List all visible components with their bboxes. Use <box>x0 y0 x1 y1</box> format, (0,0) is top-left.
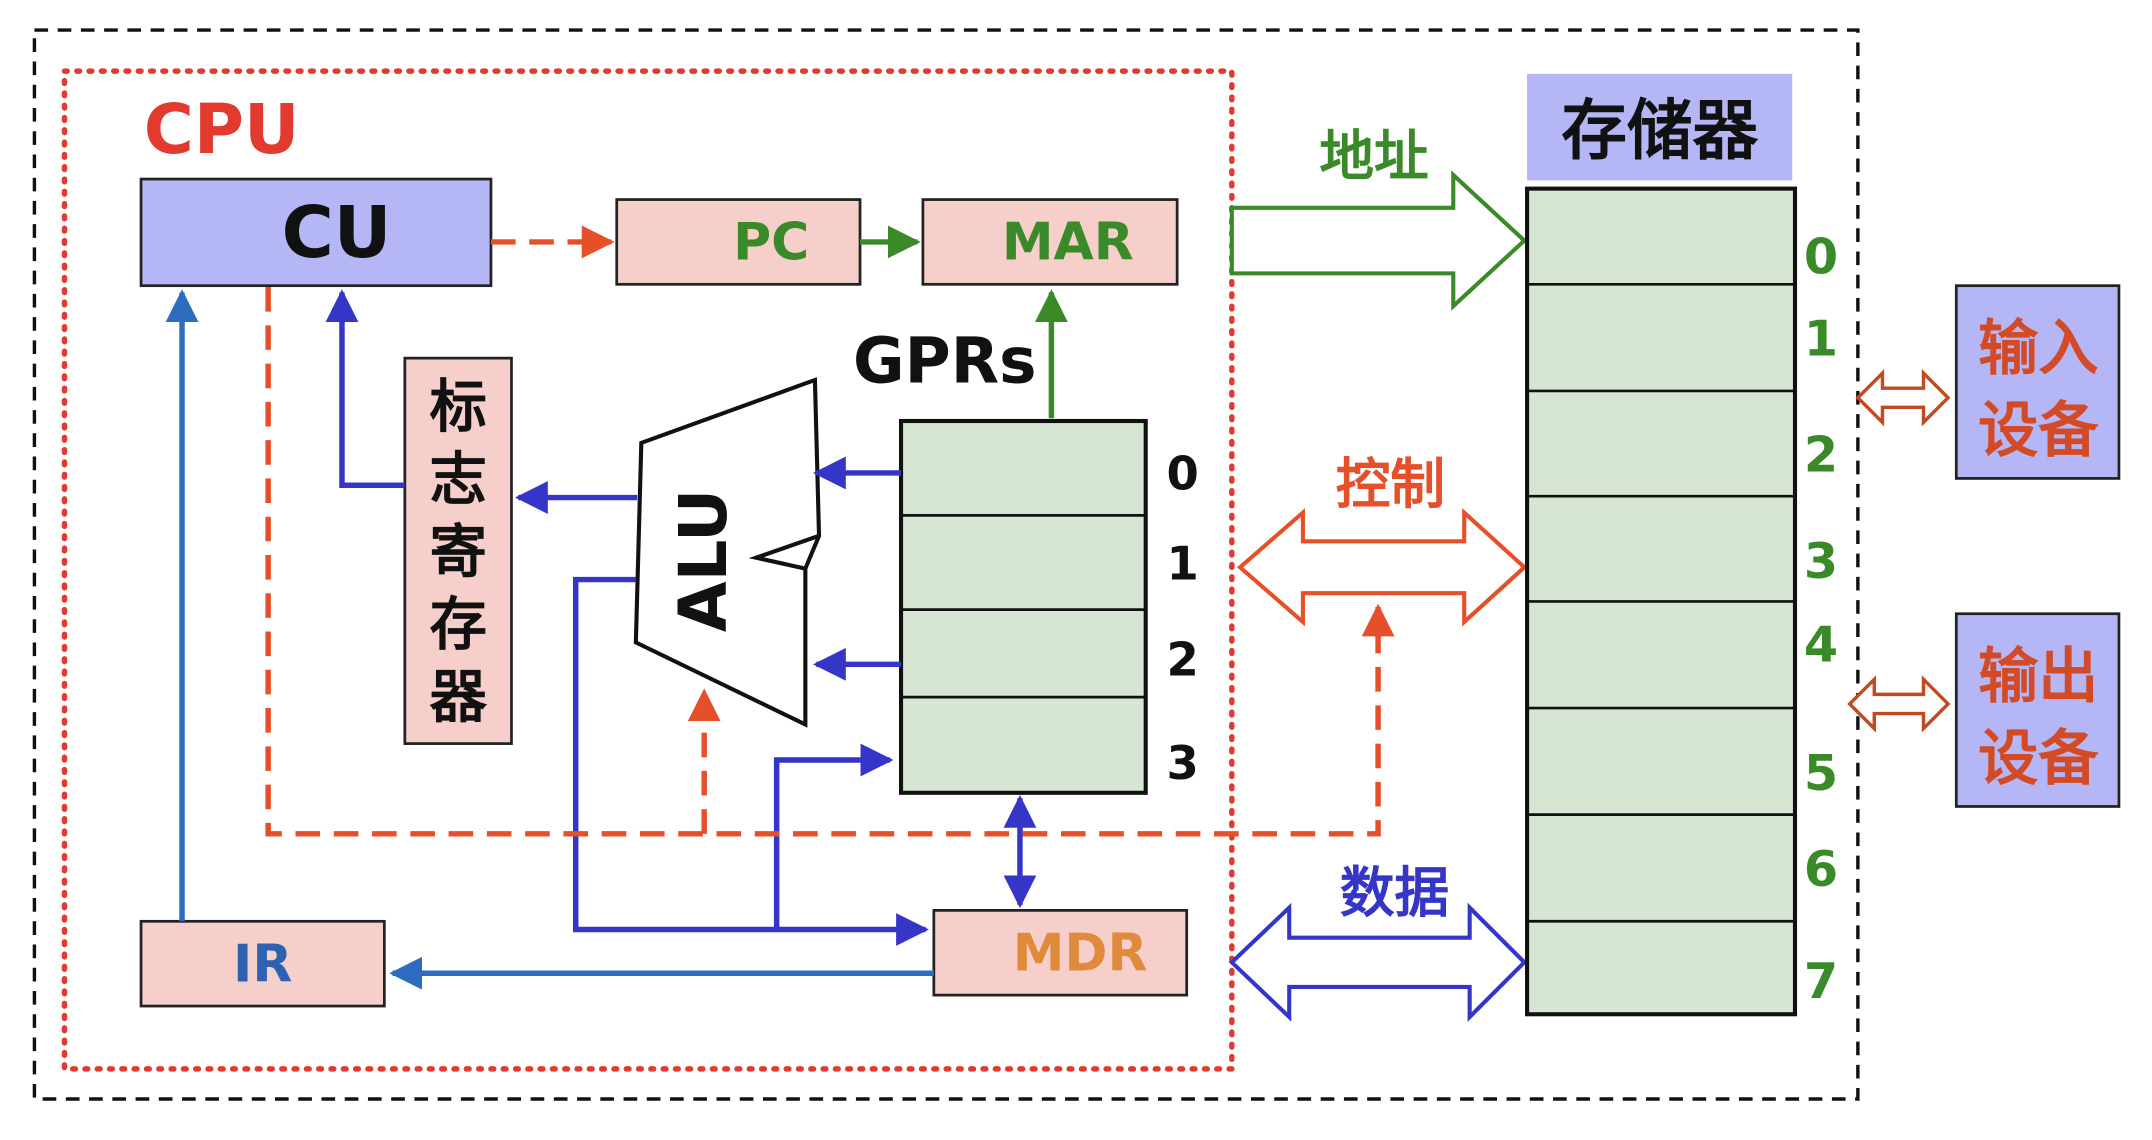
memory-index: 2 <box>1804 426 1838 484</box>
gprs-register-file <box>898 418 1148 795</box>
alu-notch <box>748 533 820 571</box>
mdr-to-gpr3-path <box>773 743 894 930</box>
mar-box <box>921 198 1179 286</box>
mdr-label: MDR <box>1013 924 1148 984</box>
ir-box <box>139 919 386 1008</box>
flags-to-cu-arrow <box>325 289 405 488</box>
address-bus-arrow <box>1229 170 1528 311</box>
cu-control-signal-path <box>265 287 1395 837</box>
cu-box <box>139 177 493 288</box>
memory-index: 1 <box>1804 309 1838 367</box>
flags-register-char: 器 <box>429 663 487 730</box>
cpu-label: CPU <box>144 91 300 170</box>
gpr-index: 1 <box>1166 537 1198 591</box>
gpr-index: 2 <box>1166 632 1198 686</box>
address-bus-label: 地址 <box>1319 124 1428 188</box>
input-device-label: 设备 <box>1978 396 2099 466</box>
ir-label: IR <box>233 934 292 994</box>
output-device-label: 设备 <box>1978 724 2099 794</box>
mdr-box <box>932 908 1189 997</box>
gprs-title: GPRs <box>853 325 1036 398</box>
alu-to-mdr-path <box>572 576 929 946</box>
mar-label: MAR <box>1002 213 1134 273</box>
memory-cells <box>1525 186 1798 1017</box>
flags-register-char: 寄 <box>429 518 486 585</box>
gpr-index: 3 <box>1166 736 1198 790</box>
memory-index: 5 <box>1804 744 1838 802</box>
pc-label: PC <box>733 213 809 273</box>
control-bus-arrow <box>1236 507 1528 627</box>
alu-unit <box>633 377 822 728</box>
flags-register-char: 标 <box>429 373 486 440</box>
memory-title: 存储器 <box>1561 93 1758 169</box>
input-device-label: 输入 <box>1978 314 2098 384</box>
memory-index: 3 <box>1804 532 1838 590</box>
memory-index: 0 <box>1804 227 1838 285</box>
memory-index: 7 <box>1804 952 1838 1010</box>
computer-system-boundary <box>32 28 1860 1101</box>
cu-label: CU <box>282 191 392 274</box>
flags-register-box <box>403 356 513 745</box>
flags-register-char: 志 <box>429 446 486 513</box>
output-device-box <box>1954 612 2121 808</box>
gpr-index: 0 <box>1166 446 1198 500</box>
pc-box <box>615 198 862 286</box>
input-device-bidirectional-arrow <box>1855 369 1951 427</box>
alu-label: ALU <box>666 489 742 633</box>
flags-register-char: 存 <box>429 591 486 658</box>
data-bus-label: 数据 <box>1340 861 1449 925</box>
memory-index: 4 <box>1804 616 1838 674</box>
input-device-box <box>1954 284 2121 480</box>
output-device-bidirectional-arrow <box>1847 675 1951 733</box>
data-bus-arrow <box>1228 902 1528 1022</box>
memory-index: 6 <box>1804 840 1838 898</box>
control-bus-label: 控制 <box>1336 452 1445 516</box>
output-device-label: 输出 <box>1978 642 2098 712</box>
memory-title-box <box>1527 73 1793 181</box>
